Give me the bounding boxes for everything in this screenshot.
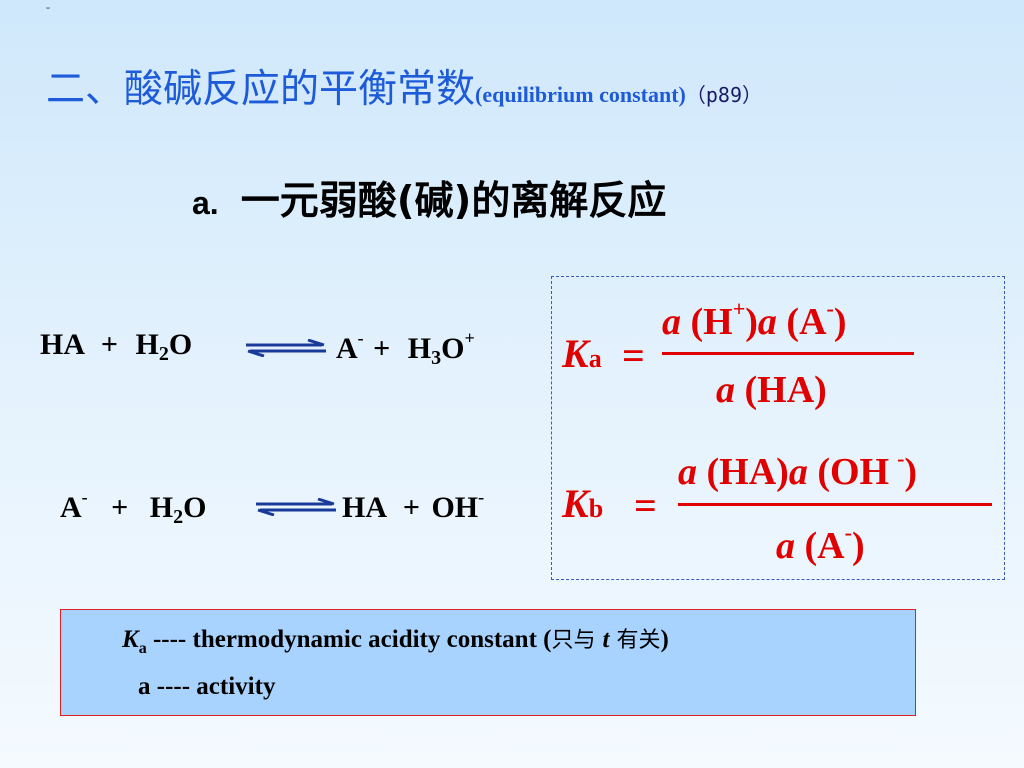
reactant-a: A: [60, 491, 82, 524]
ka-numerator: a (H+)a (A-): [662, 296, 847, 344]
charge-minus: -: [897, 446, 905, 471]
kb-fraction-line: [678, 503, 992, 506]
water-sub: 2: [158, 343, 169, 365]
reaction-base-left: A- + H2O: [60, 487, 206, 529]
close-paren: ): [745, 301, 758, 343]
hydronium-o: O: [441, 332, 465, 365]
species-a: (A: [804, 525, 845, 567]
title-page-ref: （p89）: [685, 83, 762, 107]
close-paren: ): [851, 525, 865, 567]
water-h: H: [149, 491, 174, 524]
ka-fraction-line: [662, 352, 914, 355]
plus-sign: +: [111, 491, 129, 524]
formula-box: [551, 276, 1005, 580]
reaction-base-right: HA + OH-: [342, 487, 484, 525]
activity-a: a: [678, 451, 697, 493]
section-heading: a. 一元弱酸(碱)的离解反应: [192, 170, 666, 226]
species-ha: (HA): [744, 369, 827, 411]
ka-subscript: a: [138, 640, 147, 657]
water-o: O: [168, 328, 193, 361]
kb-equals: =: [634, 483, 657, 528]
hydronium-h: H: [407, 332, 432, 365]
close-paren: ): [833, 301, 847, 343]
plus-sign: +: [100, 328, 118, 361]
temperature-t: t: [602, 626, 610, 653]
section-text: 一元弱酸(碱)的离解反应: [240, 179, 667, 224]
water-h: H: [135, 328, 159, 361]
equilibrium-arrow-icon: [246, 339, 326, 357]
kb-numerator: a (HA)a (OH-): [678, 446, 917, 494]
charge-minus: -: [826, 296, 834, 321]
ka-description-cn: 有关: [609, 628, 661, 653]
reactant-a-charge: -: [81, 487, 88, 507]
reaction-acid-left: HA + H2O: [40, 328, 192, 366]
activity-a: a: [776, 525, 795, 567]
title-english: (equilibrium constant): [475, 82, 686, 107]
ka-subscript: a: [588, 344, 602, 373]
hydronium-charge: +: [464, 328, 475, 348]
ka-denominator: a (HA): [716, 368, 827, 412]
activity-a: a: [662, 301, 681, 343]
ka-description-cn: 只与: [551, 628, 603, 653]
species-oh: (OH: [817, 451, 890, 493]
product-a-charge: -: [357, 328, 364, 348]
species-ha: (HA): [706, 451, 789, 493]
kb-k: K: [562, 481, 589, 526]
product-a: A: [336, 332, 358, 365]
ka-symbol: Ka: [562, 330, 602, 377]
kb-subscript: b: [588, 494, 604, 523]
charge-minus: -: [844, 520, 852, 545]
reaction-acid-right: A- + H3O+: [336, 328, 475, 370]
activity-a: a: [716, 369, 735, 411]
product-ha: HA: [342, 491, 386, 524]
title-chinese: 二、酸碱反应的平衡常数: [46, 67, 476, 112]
section-prefix: a.: [192, 185, 219, 221]
definition-ka: Ka ---- thermodynamic acidity constant (…: [122, 622, 669, 658]
corner-mark: -: [46, 0, 50, 14]
ka-description: ---- thermodynamic acidity constant (: [146, 626, 552, 653]
plus-sign: +: [373, 332, 391, 365]
charge-plus: +: [732, 296, 746, 321]
definition-activity: a ---- activity: [138, 673, 276, 700]
close-paren: ): [660, 626, 669, 653]
ka-k: K: [122, 626, 139, 653]
species-a: (A: [786, 301, 827, 343]
water-o: O: [183, 491, 207, 524]
activity-a: a: [757, 301, 777, 343]
reactant-ha: HA: [40, 328, 84, 361]
activity-a: a: [788, 451, 808, 493]
equilibrium-arrow-icon: [256, 498, 336, 516]
water-sub: 2: [173, 506, 184, 528]
ka-k: K: [562, 331, 589, 376]
close-paren: ): [904, 451, 918, 493]
hydroxide: OH: [431, 491, 479, 524]
kb-denominator: a (A-): [776, 520, 865, 568]
definition-box: [60, 609, 916, 716]
slide-title: 二、酸碱反应的平衡常数(equilibrium constant)（p89）: [46, 58, 762, 114]
hydroxide-charge: -: [478, 487, 485, 507]
ka-equals: =: [622, 333, 645, 378]
kb-symbol: Kb: [562, 480, 603, 527]
plus-sign: +: [402, 491, 420, 524]
species-h: (H: [690, 301, 733, 343]
hydronium-sub: 3: [431, 347, 442, 369]
